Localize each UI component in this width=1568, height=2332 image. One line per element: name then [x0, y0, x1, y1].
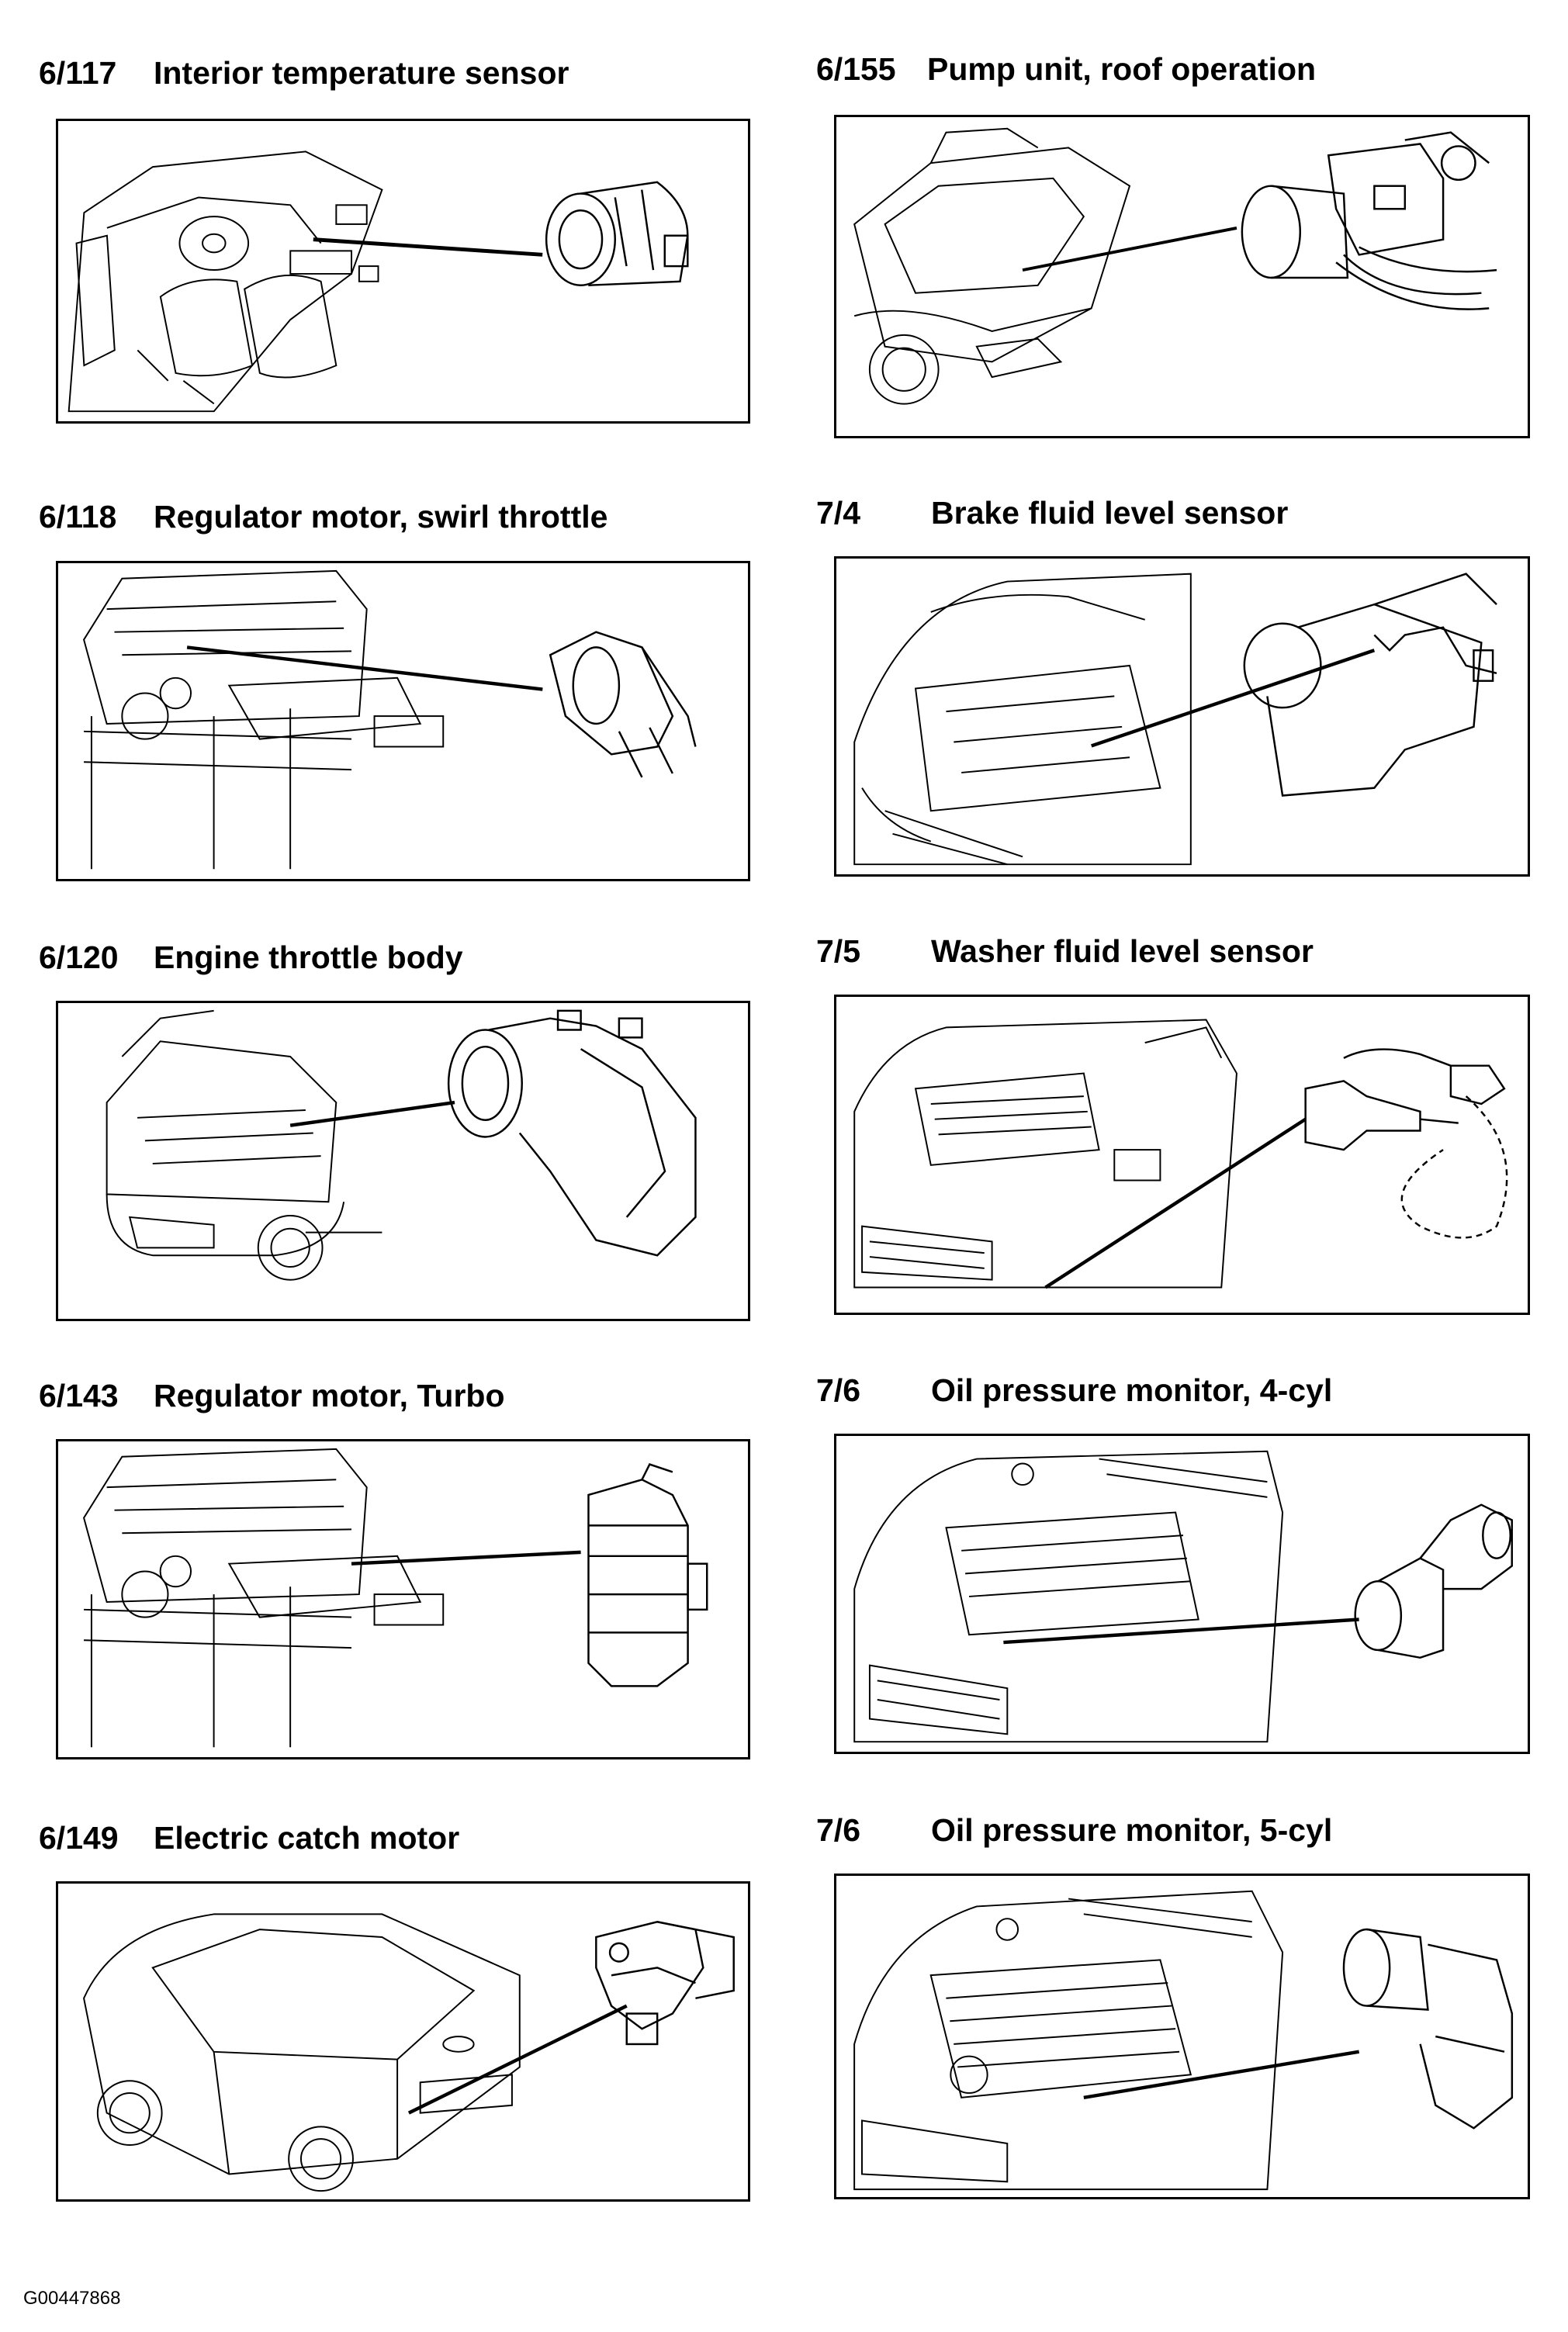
component-title: Engine throttle body [154, 939, 463, 975]
engine-bay-swirl-illustration [83, 569, 697, 870]
component-title: Washer fluid level sensor [931, 933, 1314, 969]
component-title: Pump unit, roof operation [927, 51, 1317, 87]
component-code: 7/6 [816, 1812, 860, 1848]
component-title: Oil pressure monitor, 5-cyl [931, 1812, 1333, 1848]
convertible-car-catch-illustration [83, 1913, 735, 2192]
component-code: 6/143 [39, 1378, 119, 1413]
component-illustration [834, 1874, 1530, 2199]
component-illustration [56, 561, 750, 881]
component-illustration [834, 115, 1530, 438]
component-code: 7/5 [816, 933, 860, 969]
component-code: 7/4 [816, 495, 860, 531]
component-illustration [56, 1439, 750, 1759]
component-illustration [56, 1881, 750, 2202]
interior-cabin-illustration [67, 151, 689, 413]
component-illustration [834, 995, 1530, 1315]
engine-bay-turbo-illustration [83, 1448, 708, 1748]
component-title: Regulator motor, Turbo [154, 1378, 505, 1413]
graphic-id: G00447868 [23, 2288, 121, 2309]
component-code: 6/149 [39, 1820, 119, 1856]
convertible-trunk-illustration [853, 127, 1497, 405]
component-title: Regulator motor, swirl throttle [154, 499, 608, 535]
engine-bay-brake-illustration [853, 573, 1497, 866]
car-front-throttle-illustration [106, 1009, 697, 1281]
component-code: 7/6 [816, 1372, 860, 1408]
component-illustration [56, 1001, 750, 1321]
component-code: 6/120 [39, 939, 119, 975]
engine-bay-4cyl-illustration [853, 1450, 1513, 1743]
component-title: Interior temperature sensor [154, 55, 569, 91]
engine-bay-washer-illustration [853, 1019, 1508, 1289]
component-illustration [56, 119, 750, 424]
component-code: 6/117 [39, 55, 117, 91]
component-code: 6/118 [39, 499, 117, 535]
component-title: Oil pressure monitor, 4-cyl [931, 1372, 1333, 1408]
component-title: Brake fluid level sensor [931, 495, 1289, 531]
engine-bay-5cyl-illustration [853, 1890, 1514, 2191]
component-illustration [834, 1434, 1530, 1754]
component-code: 6/155 [816, 51, 896, 87]
component-title: Electric catch motor [154, 1820, 460, 1856]
component-illustration [834, 556, 1530, 877]
